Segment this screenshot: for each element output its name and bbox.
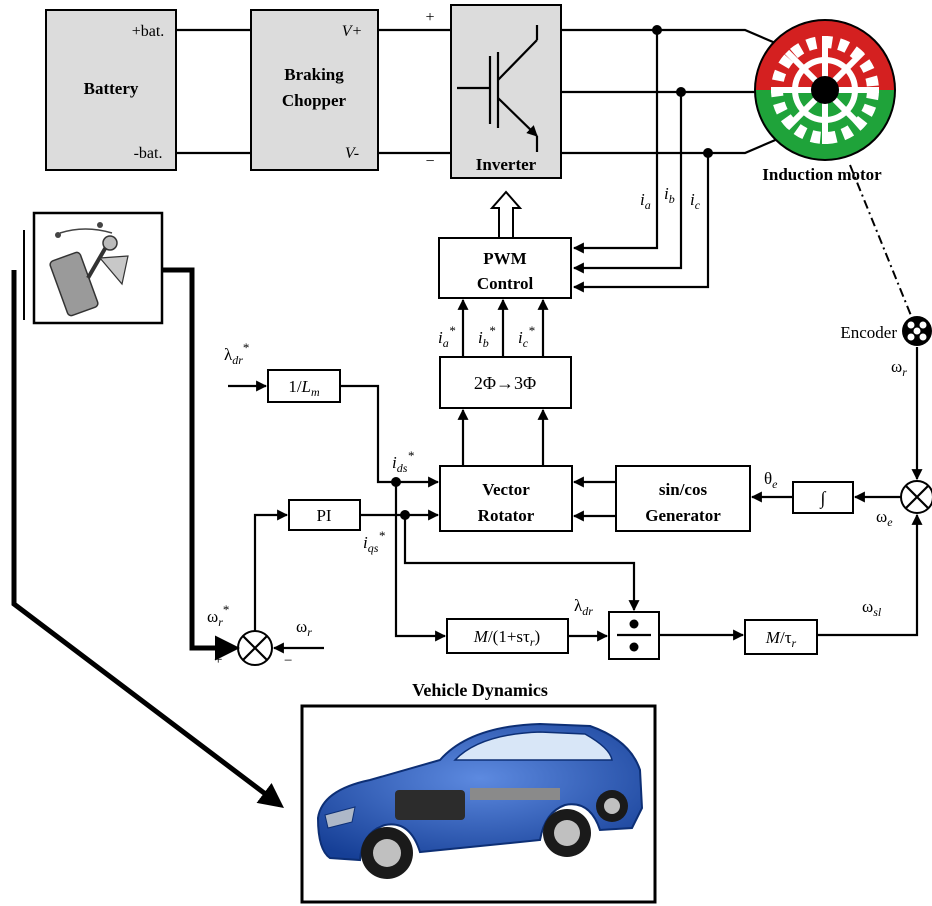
ib-label: ib [664, 184, 675, 206]
speed-summing-junction [900, 480, 932, 514]
accelerator-pedal-icon [23, 211, 164, 325]
pwm-label-line1: PWM [483, 249, 526, 268]
omega-r-feedback-label: ωr [296, 617, 312, 639]
integrator-block: ∫ [792, 481, 854, 514]
rotator-to-transform-arrows [457, 408, 549, 466]
battery-pos-label: +bat. [132, 23, 165, 40]
slip-gain-label: M/τr [765, 628, 797, 650]
current-feedback-wires [572, 30, 710, 293]
omega-sl-label: ωsl [862, 597, 882, 619]
chopper-label-line2: Chopper [282, 91, 347, 110]
reference-current-arrows [457, 298, 549, 357]
phase-transform-label: 2Φ→3Φ [474, 373, 536, 393]
lambda-dr-label: λdr [574, 596, 593, 618]
iqs-ref-label: iqs* [363, 528, 385, 555]
pedal-to-vehicle-wire [11, 270, 284, 809]
flux-model-block: M/(1+sτr) [446, 618, 569, 654]
chopper-label-line1: Braking [284, 65, 344, 84]
ia-label: ia [640, 190, 651, 212]
ia-ref-label: ia* [438, 323, 456, 350]
ids-ref-label: ids* [392, 448, 414, 475]
junction-minus-sign: − [284, 653, 292, 669]
pedal-to-speed-ref-wire [162, 267, 240, 661]
pwm-label-line2: Control [477, 274, 534, 293]
encoder-icon [902, 316, 932, 346]
vector-rotator-block: Vector Rotator [439, 465, 573, 532]
slip-to-junction-wire [817, 513, 923, 637]
integrator-symbol: ∫ [820, 488, 827, 509]
speed-error-junction [237, 630, 273, 666]
motor-phase-wires [561, 25, 781, 158]
sincos-to-rotator-arrows [572, 476, 616, 522]
omega-r-ref-label: ωr* [207, 602, 229, 629]
inverter-label: Inverter [476, 155, 537, 174]
pwm-control-block: PWM Control [438, 237, 572, 299]
vehicle-dynamics-title: Vehicle Dynamics [412, 680, 548, 700]
encoder-label: Encoder [840, 323, 897, 342]
igbt-symbol-icon [457, 25, 539, 152]
divider-block [608, 611, 660, 660]
battery-neg-label: -bat. [134, 145, 163, 162]
flux-model-label: M/(1+sτr) [473, 627, 540, 649]
ic-ref-label: ic* [518, 323, 535, 350]
inverse-lm-block: 1/Lm [267, 369, 341, 403]
dc-minus-sign: − [425, 153, 434, 170]
junction-to-pi-wire [253, 509, 289, 631]
ib-ref-label: ib* [478, 323, 496, 350]
ids-ref-wire [340, 384, 396, 484]
iqs-to-divider-wire [403, 515, 640, 612]
battery-block: Battery +bat. -bat. [45, 9, 177, 171]
vector-rotator-line2: Rotator [478, 506, 535, 525]
dc-bus-wires: + − [176, 9, 451, 170]
encoder-shaft-link [849, 164, 913, 319]
theta-e-label: θe [764, 469, 778, 491]
chopper-vminus: V- [345, 145, 359, 162]
inverter-block: Inverter [450, 4, 562, 179]
pi-controller-block: PI [288, 499, 361, 531]
pi-label: PI [316, 506, 331, 525]
omega-r-encoder-label: ωr [891, 357, 907, 379]
chopper-vplus: V+ [342, 23, 363, 40]
sincos-generator-block: sin/cos Generator [615, 465, 751, 532]
ids-to-flux-wire [394, 482, 447, 642]
lambda-ref-label: λdr* [224, 340, 249, 367]
omega-e-label: ωe [876, 507, 893, 529]
vehicle-image [300, 704, 657, 904]
motor-label: Induction motor [762, 165, 882, 184]
induction-motor-icon [754, 19, 896, 161]
gate-signal-arrow [489, 190, 523, 239]
ic-label: ic [690, 190, 701, 212]
braking-chopper-block: Braking Chopper V+ V- [250, 9, 379, 171]
vector-rotator-line1: Vector [482, 480, 530, 499]
sincos-line2: Generator [645, 506, 721, 525]
slip-gain-block: M/τr [744, 619, 818, 655]
battery-label: Battery [84, 79, 139, 98]
phase-transform-block: 2Φ→3Φ [439, 356, 572, 409]
dc-plus-sign: + [425, 9, 434, 26]
sincos-line1: sin/cos [659, 480, 708, 499]
junction-plus-sign: + [214, 652, 222, 668]
inverse-lm-label: 1/Lm [288, 377, 320, 399]
